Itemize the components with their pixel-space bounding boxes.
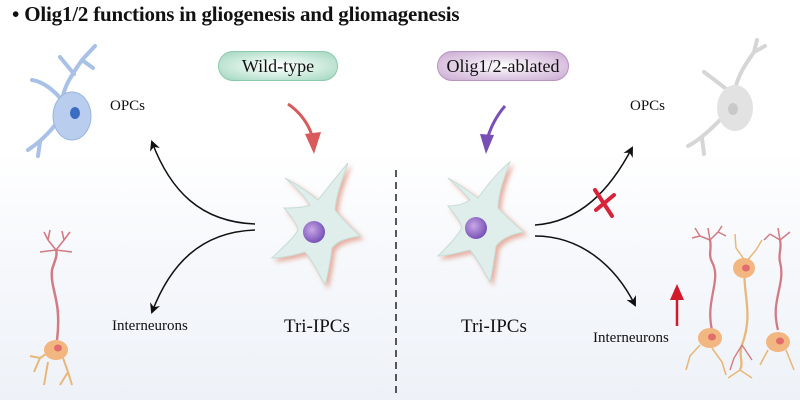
arrow-to-opcs-left — [150, 140, 256, 225]
interneuron-cluster-right-icon — [685, 225, 795, 379]
wildtype-label: Wild-type — [241, 55, 315, 76]
opcs-label-right: OPCs — [630, 98, 666, 114]
ablated-condition-badge: Olig1/2-ablated — [437, 51, 569, 81]
increase-arrow-icon — [670, 284, 684, 326]
blocked-x-icon — [593, 188, 616, 218]
interneurons-label-right: Interneurons — [593, 330, 669, 346]
tri-ipcs-label-left: Tri-IPCs — [284, 316, 350, 337]
opcs-label-left: OPCs — [110, 98, 146, 114]
interneurons-label-left: Interneurons — [112, 318, 188, 334]
wildtype-condition-badge: Wild-type — [218, 51, 338, 81]
interneuron-left-icon — [29, 229, 73, 386]
arrow-to-interneurons-right — [534, 235, 636, 307]
ablated-label: Olig1/2-ablated — [446, 55, 560, 76]
arrow-to-opcs-right — [534, 146, 633, 226]
opc-cell-left-icon — [26, 44, 97, 158]
opc-cell-right-faded-icon — [686, 38, 767, 156]
figure-title: • Olig1/2 functions in gliogenesis and g… — [12, 2, 460, 26]
arrow-to-interneurons-left — [150, 229, 256, 314]
tri-ipcs-label-right: Tri-IPCs — [461, 316, 527, 337]
